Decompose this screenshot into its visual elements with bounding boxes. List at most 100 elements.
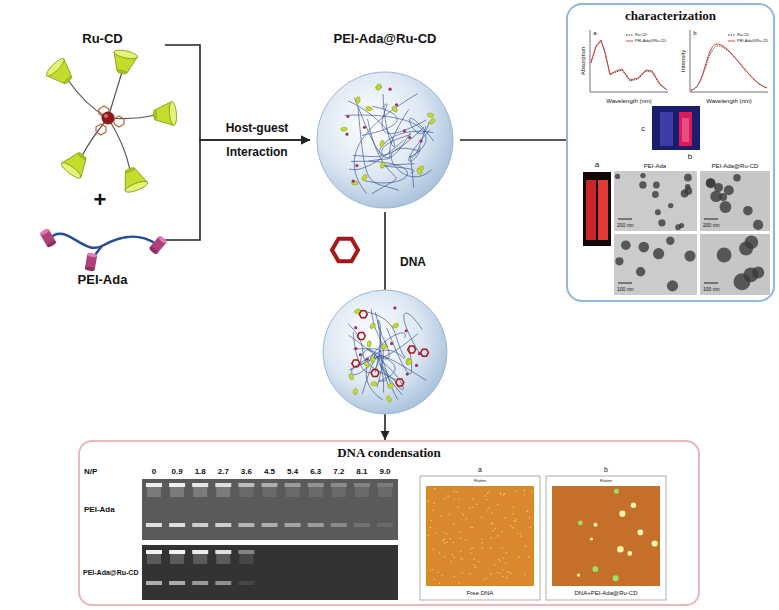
scale-bar (618, 219, 632, 220)
gel-well-band (238, 550, 254, 554)
gel-well-band (377, 483, 393, 487)
cyclodextrin-dot (416, 168, 423, 176)
tem-particle (739, 242, 753, 256)
axis-line (690, 92, 768, 93)
afm-dna-strand (447, 495, 448, 496)
row-label: PEI-Ada@Ru-CD (83, 569, 138, 576)
afm-dna-strand (442, 540, 443, 541)
cyclodextrin-cone (152, 101, 177, 127)
afm-dna-strand (432, 569, 433, 570)
afm-dna-strand (428, 535, 429, 536)
gel-smear (193, 487, 207, 497)
afm-dna-strand (512, 513, 513, 514)
cuvette (679, 112, 692, 146)
afm-nanoparticle (638, 530, 644, 536)
connector (460, 140, 566, 141)
afm-nanoparticle (613, 575, 619, 581)
afm-dna-strand (472, 527, 473, 528)
gel-dna-band (215, 581, 231, 585)
legend-sample (728, 41, 735, 42)
np-ratio: 4.5 (264, 468, 275, 476)
afm-dna-strand (437, 571, 438, 572)
ruthenium-dot (393, 306, 396, 309)
scale-bar (618, 283, 632, 284)
polymer-chain (348, 324, 396, 380)
legend-sample (728, 35, 735, 36)
afm-dna-strand (494, 528, 495, 529)
polymer-chain (348, 94, 394, 147)
cyclodextrin-dot (367, 341, 372, 348)
afm-dna-strand (442, 575, 443, 576)
afm-dna-strand (431, 520, 432, 521)
gel-dna-band (262, 523, 278, 527)
gel-smear (239, 487, 253, 497)
dna-hexagon (359, 311, 367, 318)
gel-image (142, 545, 398, 600)
dna-hexagon (421, 349, 429, 356)
cuvette-photo (652, 106, 700, 150)
np-ratio: 9.0 (379, 468, 390, 476)
tem-particle (720, 201, 732, 213)
afm-dna-strand (472, 499, 473, 500)
polymer-chain (351, 161, 407, 183)
cuvette (660, 112, 673, 146)
afm-dna-strand (432, 510, 433, 511)
afm-dna-strand (453, 524, 454, 525)
cyclodextrin-dot (356, 97, 360, 104)
afm-dna-strand (466, 518, 467, 519)
tem-particle (684, 174, 692, 182)
afm-image (552, 486, 660, 586)
node-label: Ru-CD (82, 31, 122, 46)
plus-sign: + (94, 189, 107, 211)
gel-smear (378, 487, 392, 497)
nanoparticle-sphere (317, 72, 453, 208)
cyclodextrin-dot (379, 140, 385, 147)
afm-dna-strand (506, 577, 507, 578)
afm-dna-strand (521, 536, 522, 537)
tem-particle (734, 273, 751, 290)
afm-dna-strand (527, 510, 528, 511)
image-title: PEI-Ada@Ru-CD (712, 163, 759, 169)
gel-dna-band (169, 523, 185, 527)
afm-dna-strand (434, 579, 435, 580)
cyclodextrin-dot (380, 344, 387, 350)
tem-particle (640, 173, 645, 178)
tem-particle (752, 266, 764, 278)
afm-dna-strand (444, 498, 445, 499)
gel-well-band (169, 550, 185, 554)
afm-dna-strand (476, 504, 477, 505)
np-ratio: 3.6 (241, 468, 252, 476)
afm-dna-strand (502, 547, 503, 548)
afm-dna-strand (508, 571, 509, 572)
polymer-chain (50, 234, 156, 248)
dna-hexagon (332, 239, 358, 262)
image-caption: Free DNA (467, 590, 494, 596)
afm-nanoparticle (631, 503, 636, 508)
cyclodextrin-cone (44, 56, 77, 89)
afm-dna-strand (454, 498, 455, 499)
afm-dna-strand (507, 571, 508, 572)
arrowhead (381, 431, 390, 440)
panel-letter: a (478, 466, 482, 473)
tem-particle (639, 181, 646, 188)
gel-dna-band (169, 581, 185, 585)
tem-image (700, 171, 770, 231)
afm-nanoparticle (594, 523, 598, 527)
connector-line (460, 139, 566, 141)
afm-dna-strand (510, 573, 511, 574)
gel-dna-band (146, 581, 162, 585)
cyclodextrin-cone (118, 164, 149, 194)
afm-dna-strand (428, 501, 429, 502)
software-tag: Flatten (600, 479, 612, 483)
afm-dna-strand (454, 576, 455, 577)
polymer-node: PEI-Ada (40, 212, 165, 290)
gel-dna-band (146, 523, 162, 527)
afm-dna-strand (506, 552, 507, 553)
afm-dna-strand (504, 517, 505, 518)
afm-dna-strand (487, 510, 488, 511)
axis-title: N/P (84, 468, 97, 476)
tem-particle (753, 220, 763, 230)
afm-frame (420, 476, 540, 600)
gel-well-band (215, 550, 231, 554)
afm-dna-strand (499, 560, 500, 561)
